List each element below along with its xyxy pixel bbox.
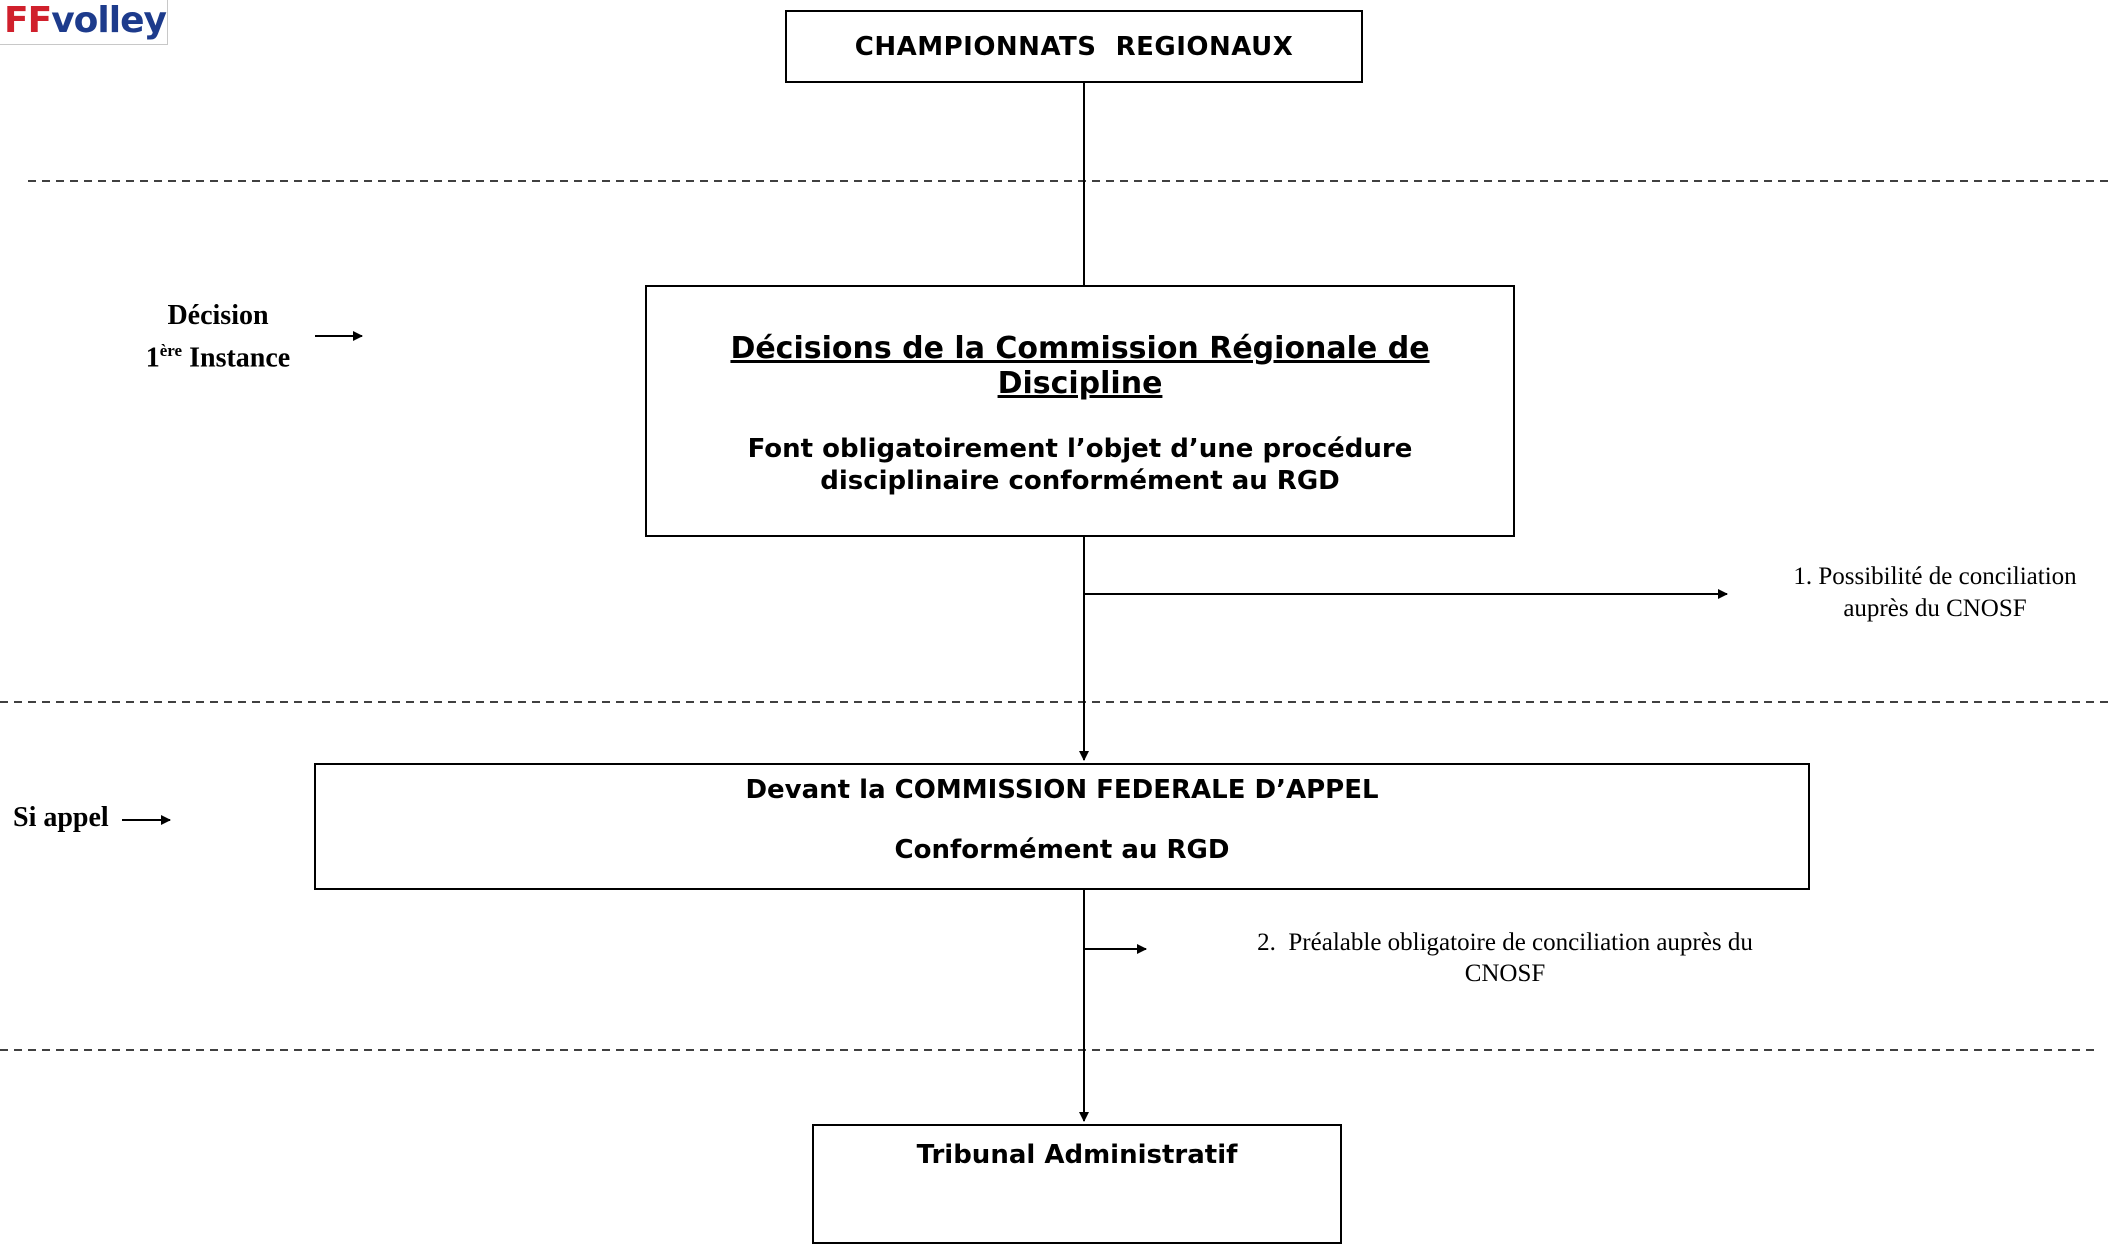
flowchart-connectors <box>0 83 2114 1122</box>
label-decision-rest: Instance <box>182 342 291 374</box>
note-conciliation-2: 2. Préalable obligatoire de conciliation… <box>1257 929 1760 987</box>
box-tribunal-administratif: Tribunal Administratif <box>812 1124 1342 1244</box>
note-conciliation-1: 1. Possibilité de conciliation auprès du… <box>1793 563 2077 622</box>
box-commission-federale-appel-subtitle: Conformément au RGD <box>894 835 1230 865</box>
label-si-appel: Si appel <box>13 802 109 833</box>
label-decision-sup: ère <box>159 341 183 360</box>
box-championnats-regionaux-label: CHAMPIONNATS REGIONAUX <box>854 31 1294 62</box>
box-tribunal-administratif-label: Tribunal Administratif <box>916 1140 1238 1170</box>
logo-volley: volley <box>51 0 167 41</box>
label-decision-premiere-instance: Décision 1ère Instance <box>128 298 308 375</box>
logo-ff: FF <box>4 0 52 41</box>
ffvolley-logo: FFvolley <box>0 0 168 45</box>
box-championnats-regionaux: CHAMPIONNATS REGIONAUX <box>785 10 1363 83</box>
label-decision-line2: 1ère Instance <box>128 333 308 375</box>
box-commission-federale-appel: Devant la COMMISSION FEDERALE D’APPEL Co… <box>314 763 1810 890</box>
label-decision-line1: Décision <box>167 300 269 331</box>
box-commission-regionale: Décisions de la Commission Régionale de … <box>645 285 1515 537</box>
label-decision-num: 1 <box>145 342 160 374</box>
box-commission-regionale-title: Décisions de la Commission Régionale de … <box>730 331 1430 401</box>
box-commission-federale-appel-title: Devant la COMMISSION FEDERALE D’APPEL <box>745 775 1379 805</box>
box-commission-regionale-subtitle: Font obligatoirement l’objet d’une procé… <box>747 434 1413 496</box>
